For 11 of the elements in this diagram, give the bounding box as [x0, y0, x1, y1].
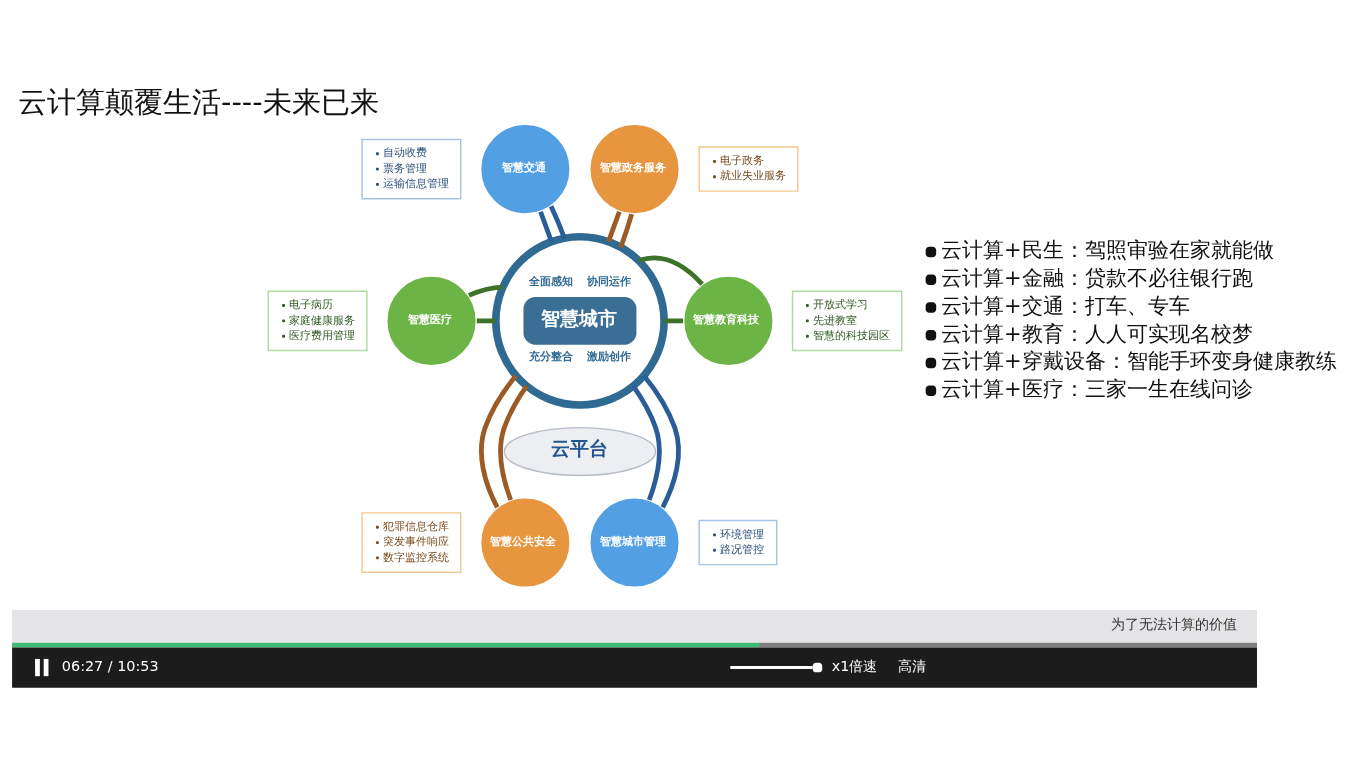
label: 云计算+民生：驾照审验在家就能做	[940, 237, 1274, 263]
label: 高清	[897, 657, 926, 674]
label: 云计算+交通：打车、专车	[940, 292, 1190, 318]
label: 云计算+金融：贷款不必往银行跑	[940, 265, 1253, 291]
diagram-title: 云计算颠覆生活----未来已来	[18, 84, 379, 119]
label: 06:27 / 10:53	[61, 657, 159, 674]
label: 为了无法计算的价值	[1111, 615, 1238, 632]
label: 云计算+医疗：三家一生在线问诊	[940, 376, 1253, 402]
label: x1倍速	[831, 657, 878, 674]
label: 云计算+教育：人人可实现名校梦	[940, 320, 1253, 346]
label: 云计算+穿戴设备：智能手环变身健康教练	[940, 348, 1337, 374]
